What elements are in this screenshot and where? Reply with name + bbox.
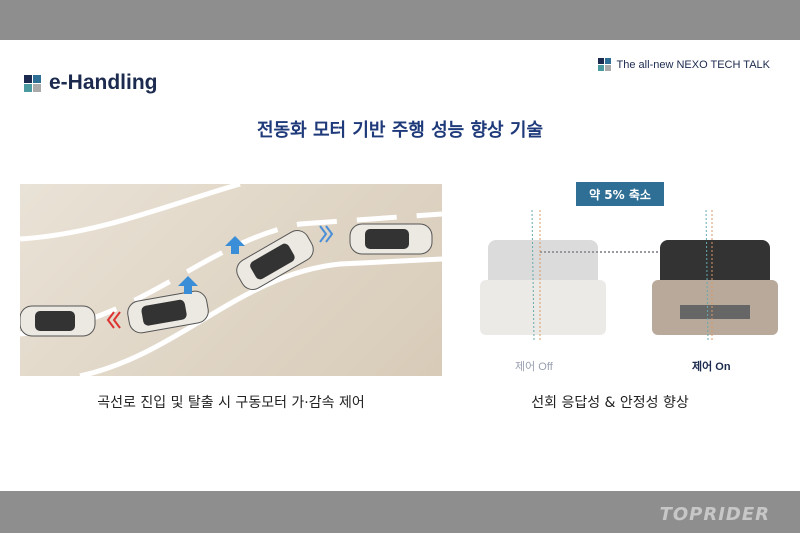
left-caption: 곡선로 진입 및 탈출 시 구동모터 가·감속 제어: [97, 395, 365, 411]
right-caption: 선회 응답성 & 안정성 향상: [531, 395, 689, 411]
car-comparison-illustration: [480, 210, 778, 341]
tagline-squares-icon: [597, 58, 611, 71]
car-on-icon: [652, 240, 778, 335]
car-icon: [20, 305, 96, 337]
section-title: e-Handling: [49, 71, 158, 94]
label-control-off: 제어 Off: [515, 361, 553, 373]
reduction-badge: 약 5% 축소: [576, 182, 664, 206]
watermark: TOPRIDER: [659, 504, 770, 525]
slide: e-Handling The all-new NEXO TECH TALK 전동…: [0, 40, 800, 491]
logo-squares-icon: [24, 74, 41, 92]
curve-driving-illustration: [20, 184, 442, 376]
tagline-text: The all-new NEXO TECH TALK: [616, 58, 770, 71]
tagline: The all-new NEXO TECH TALK: [597, 58, 770, 71]
e-handling-logo: e-Handling: [24, 71, 158, 95]
label-control-on: 제어 On: [692, 361, 731, 373]
car-off-icon: [480, 240, 606, 335]
slide-title: 전동화 모터 기반 주행 성능 향상 기술: [257, 120, 543, 141]
